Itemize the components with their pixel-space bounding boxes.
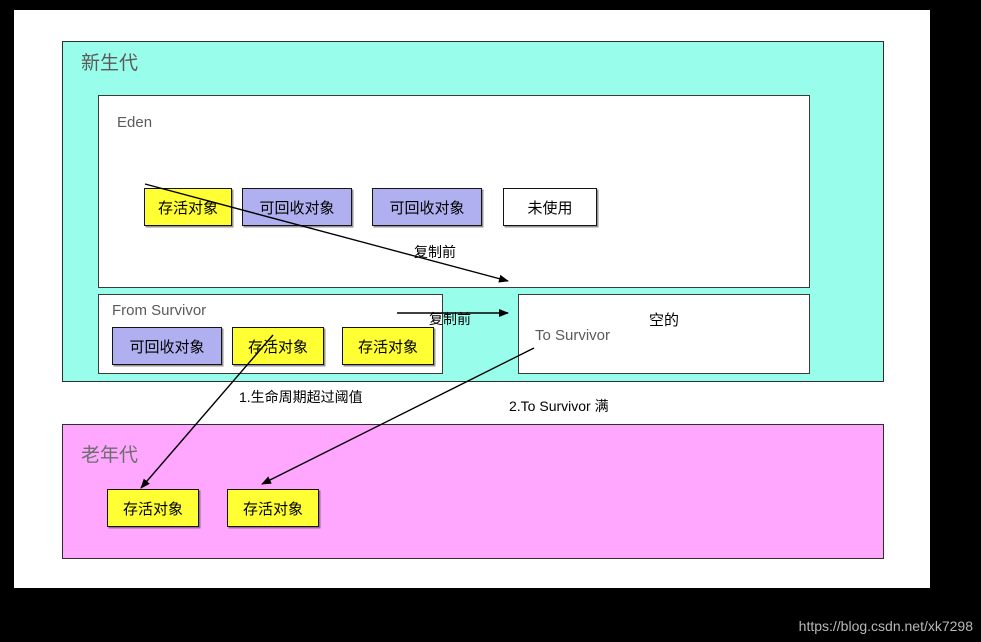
- from-survivor-object-chip: 存活对象: [342, 327, 434, 365]
- to-survivor-region: To Survivor 空的: [518, 294, 810, 374]
- watermark: https://blog.csdn.net/xk7298: [798, 618, 973, 634]
- edge-label-tosurvivor-full: 2.To Survivor 满: [509, 398, 609, 414]
- young-generation-title: 新生代: [81, 53, 139, 74]
- edge-label-copy-before-survivor: 复制前: [429, 311, 471, 327]
- eden-object-chip: 可回收对象: [242, 188, 352, 226]
- old-generation-object-chip: 存活对象: [227, 489, 319, 527]
- old-generation-object-chip: 存活对象: [107, 489, 199, 527]
- from-survivor-object-chip: 可回收对象: [112, 327, 222, 365]
- eden-object-chip: 存活对象: [144, 188, 232, 226]
- to-survivor-label: To Survivor: [535, 327, 611, 344]
- eden-object-chip: 未使用: [503, 188, 597, 226]
- eden-label: Eden: [117, 114, 153, 131]
- eden-object-chip: 可回收对象: [372, 188, 482, 226]
- to-survivor-state-label: 空的: [649, 312, 680, 329]
- edge-label-copy-before-eden: 复制前: [414, 244, 456, 260]
- from-survivor-region: From Survivor 可回收对象 存活对象 存活对象: [98, 294, 443, 374]
- old-generation-container: 老年代 存活对象 存活对象: [62, 424, 884, 559]
- from-survivor-label: From Survivor: [112, 302, 207, 319]
- from-survivor-object-chip: 存活对象: [232, 327, 324, 365]
- young-generation-container: 新生代 Eden 存活对象 可回收对象 可回收对象 未使用 From Survi…: [62, 41, 884, 382]
- old-generation-title: 老年代: [81, 445, 139, 466]
- edge-label-lifecycle-threshold: 1.生命周期超过阈值: [239, 389, 363, 405]
- diagram-canvas: 新生代 Eden 存活对象 可回收对象 可回收对象 未使用 From Survi…: [14, 10, 930, 588]
